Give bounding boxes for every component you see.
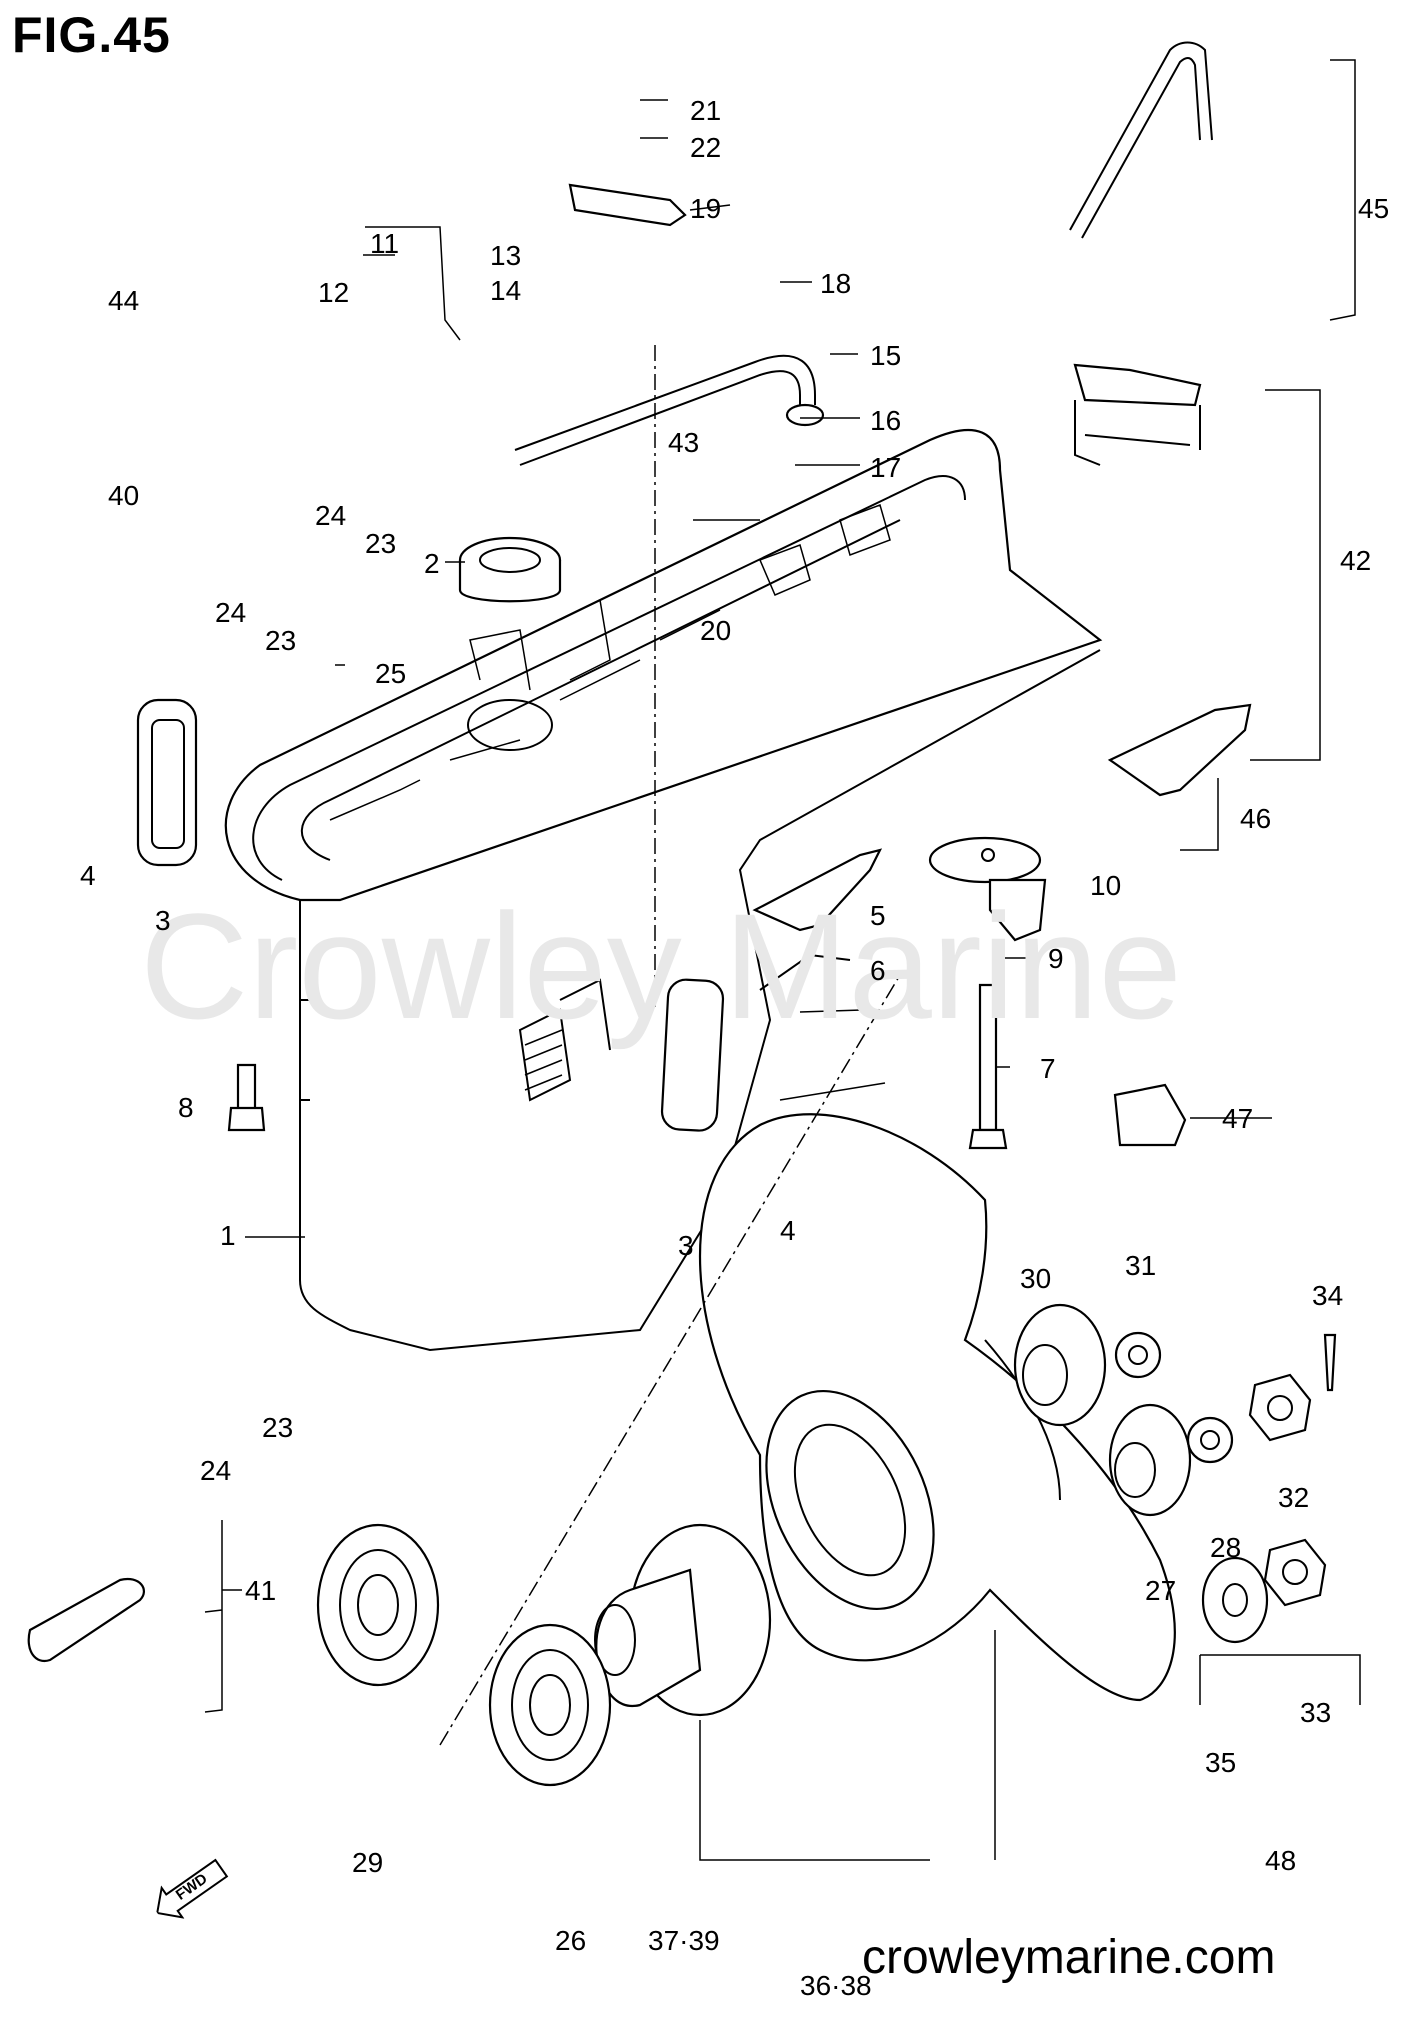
callout-32: 32 [1278,1482,1310,1513]
callout-24b: 24 [215,597,247,628]
propeller [698,1113,1176,1702]
callout-46: 46 [1240,803,1272,834]
nut-33 [1263,1538,1327,1607]
water-tube-45 [1069,41,1213,239]
callout-27: 27 [1145,1575,1177,1606]
callout-47: 47 [1222,1103,1254,1134]
callout-34: 34 [1312,1280,1344,1311]
gear-case-housing [224,428,1103,1352]
callout-4b: 4 [780,1215,796,1246]
callout-21: 21 [690,95,722,126]
anode-10 [928,836,1047,942]
callout-37-39: 37·39 [648,1925,720,1956]
callout-1: 1 [220,1220,236,1251]
callout-41: 41 [245,1575,277,1606]
callout-6: 6 [870,955,886,986]
callout-23c: 23 [262,1412,294,1443]
callout-24a: 24 [315,500,347,531]
washer-35 [1201,1556,1269,1644]
callout-17: 17 [870,452,902,483]
callout-26: 26 [555,1925,587,1956]
callout-33: 33 [1300,1697,1332,1728]
bearing-2 [458,536,562,603]
thrust-washer-29 [316,1523,440,1687]
callout-42: 42 [1340,545,1372,576]
bushing-part [594,1523,772,1717]
stopper-30 [1013,1303,1107,1427]
callout-13: 13 [490,240,522,271]
callout-22: 22 [690,132,722,163]
callout-36-38: 36·38 [800,1970,872,2001]
callout-25: 25 [375,658,407,689]
nut-32 [1248,1373,1312,1442]
callout-15: 15 [870,340,902,371]
callout-31: 31 [1125,1250,1157,1281]
figure-title: FIG.45 [12,7,171,63]
callout-44: 44 [108,285,140,316]
stopper-27 [1108,1403,1192,1517]
callout-3a: 3 [155,905,171,936]
callout-9: 9 [1048,943,1064,974]
cover-3b [660,978,725,1132]
callout-29: 29 [352,1847,384,1878]
fwd-arrow-icon [156,1858,229,1919]
callout-45: 45 [1358,193,1390,224]
water-pipe-15 [514,354,825,466]
callout-11: 11 [370,228,400,259]
callout-10: 10 [1090,870,1122,901]
callout-5: 5 [870,900,886,931]
callout-8: 8 [178,1092,194,1123]
callout-14: 14 [490,275,522,306]
trim-tab-5 [752,848,883,932]
callout-43: 43 [668,427,700,458]
callout-7: 7 [1040,1053,1056,1084]
callout-12: 12 [318,277,350,308]
anode-47 [1113,1083,1187,1147]
callout-20: 20 [700,615,732,646]
plate-41 [27,1577,145,1663]
lock-washer-28 [1186,1416,1234,1464]
water-inlet-46 [1107,703,1252,797]
bolt-7 [968,983,1008,1150]
fwd-arrow: FWD [146,1851,234,1930]
watermark: Crowley Marine [140,882,1182,1050]
leader-lines [204,59,1361,1861]
shaft-centerline [439,974,901,1746]
callout-48: 48 [1265,1845,1297,1876]
callout-30: 30 [1020,1263,1052,1294]
bolt-8 [227,1063,266,1132]
callout-2: 2 [424,548,440,579]
callout-3b: 3 [678,1230,694,1261]
callout-4a: 4 [80,860,96,891]
thrust-washer-26 [488,1623,612,1787]
callout-28: 28 [1210,1532,1242,1563]
callout-40: 40 [108,480,140,511]
website-url[interactable]: crowleymarine.com [862,1931,1276,1984]
callout-23b: 23 [265,625,297,656]
strainer-42 [1073,363,1202,466]
callout-23a: 23 [365,528,397,559]
callout-18: 18 [820,268,852,299]
callout-16: 16 [870,405,902,436]
plate-19 [568,183,687,227]
callout-35: 35 [1205,1747,1237,1778]
callout-19: 19 [690,193,722,224]
callout-24c: 24 [200,1455,232,1486]
cotter-pin-34 [1323,1333,1337,1392]
cover-3 [136,698,198,867]
lock-washer-31 [1114,1331,1162,1379]
